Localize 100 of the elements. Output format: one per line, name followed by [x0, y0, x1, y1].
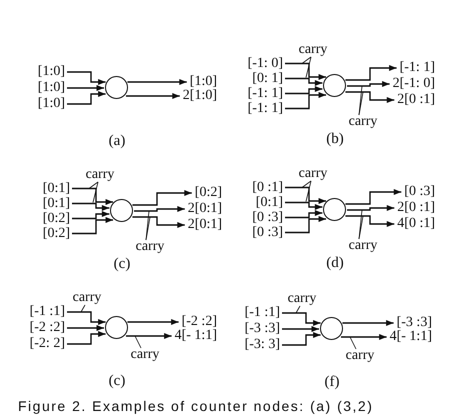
arrow — [285, 62, 326, 80]
range-label: 2[0:1] — [188, 201, 222, 217]
range-label: [0 :3] — [252, 224, 283, 240]
arrow — [285, 78, 322, 86]
range-label: 4[- 1:1] — [390, 329, 432, 345]
leader-line — [88, 182, 98, 189]
carry-label: carry — [298, 42, 328, 58]
leader-line — [358, 216, 364, 240]
panel-label: (a) — [108, 132, 126, 150]
arrow — [347, 205, 394, 211]
range-label: 2[1:0] — [182, 88, 217, 104]
arrow — [67, 325, 104, 331]
panel-label: (b) — [326, 130, 344, 148]
panel-label: (d) — [326, 254, 344, 272]
leader-line — [358, 86, 362, 116]
leader-line — [302, 180, 312, 188]
arrow — [134, 206, 185, 212]
arrow — [67, 85, 104, 91]
arrow — [67, 331, 106, 345]
arrow — [126, 333, 172, 339]
leader-line — [296, 306, 300, 314]
range-label: 4[0 :1] — [397, 216, 435, 232]
range-label: [0:2] — [42, 210, 70, 226]
arrow — [282, 326, 319, 332]
range-label: 2[0 :1] — [397, 200, 435, 216]
arrow — [126, 93, 180, 99]
carry-label: carry — [346, 348, 374, 364]
leader-line — [146, 216, 150, 240]
arrow — [345, 215, 394, 227]
arrow — [345, 65, 397, 81]
counter-circle — [320, 317, 343, 340]
range-label: [-1: 1] — [248, 100, 283, 116]
range-label: [0: 1] — [252, 70, 283, 86]
range-label: [0 :1] — [252, 180, 283, 196]
arrow — [132, 190, 192, 206]
counter-circle — [105, 76, 128, 99]
leader-line — [358, 92, 364, 116]
arrow — [72, 188, 114, 205]
arrow — [342, 320, 394, 326]
arrow — [132, 216, 185, 228]
range-label: [-1: 0] — [248, 56, 283, 72]
leader-line — [80, 304, 86, 312]
arrow — [282, 332, 321, 346]
arrow — [72, 211, 110, 220]
range-label: [0 :3] — [404, 184, 435, 200]
range-label: [0 :3] — [252, 210, 283, 226]
leader-line — [302, 56, 312, 64]
leader-line — [134, 336, 142, 348]
range-label: [0:2] — [194, 185, 222, 201]
range-label: [-2: 2] — [30, 336, 65, 352]
range-label: [1:0] — [38, 64, 65, 80]
arrow — [285, 92, 326, 110]
range-label: [-3: 3] — [244, 337, 280, 353]
arrow — [72, 202, 110, 211]
leader-line — [146, 210, 150, 240]
counter-circle — [110, 199, 133, 222]
arrow — [345, 91, 394, 103]
arrow — [67, 311, 106, 325]
range-label: 2[0:1] — [188, 217, 222, 233]
arrow — [285, 186, 326, 204]
arrow — [72, 217, 114, 234]
range-label: [0:2] — [42, 226, 70, 242]
arrow — [127, 79, 187, 85]
range-label: [-1 :1] — [244, 305, 280, 321]
range-label: 2[0 :1] — [397, 92, 435, 108]
range-label: [-3 :3] — [244, 321, 280, 337]
arrow — [67, 71, 106, 85]
counter-circle — [323, 198, 346, 221]
leader-line — [306, 180, 312, 202]
range-label: [0:1] — [42, 196, 70, 212]
panel-label: (f) — [324, 373, 340, 391]
arrow — [345, 189, 402, 205]
arrow — [347, 81, 390, 87]
carry-label: carry — [130, 347, 160, 363]
range-label: [1:0] — [38, 80, 65, 96]
carry-label: carry — [348, 238, 378, 254]
figure-caption: Figure 2. Examples of counter nodes: (a) (3,2) — [18, 398, 374, 414]
carry-label: carry — [298, 166, 328, 182]
range-label: [-1: 1] — [400, 60, 435, 76]
arrow — [340, 334, 387, 340]
range-label: [1:0] — [38, 96, 65, 112]
counter-circle — [105, 316, 128, 339]
range-label: [-2 :2] — [30, 320, 65, 336]
range-label: [0:1] — [256, 194, 283, 210]
range-label: [-3 :3] — [396, 315, 432, 331]
leader-line — [350, 336, 356, 350]
leader-line — [92, 182, 98, 203]
panel-label: (c) — [114, 255, 130, 273]
carry-label: carry — [72, 290, 102, 306]
arrow — [127, 319, 179, 325]
arrow — [285, 210, 322, 218]
arrow — [285, 216, 326, 234]
counter-circle — [323, 74, 346, 97]
arrow — [285, 202, 322, 210]
range-label: [-1 :1] — [30, 304, 65, 320]
range-label: [1:0] — [190, 74, 217, 90]
range-label: 4[- 1:1] — [174, 328, 217, 344]
panel-label: (c) — [108, 372, 126, 390]
carry-label: carry — [288, 291, 316, 307]
leader-line — [358, 210, 362, 240]
